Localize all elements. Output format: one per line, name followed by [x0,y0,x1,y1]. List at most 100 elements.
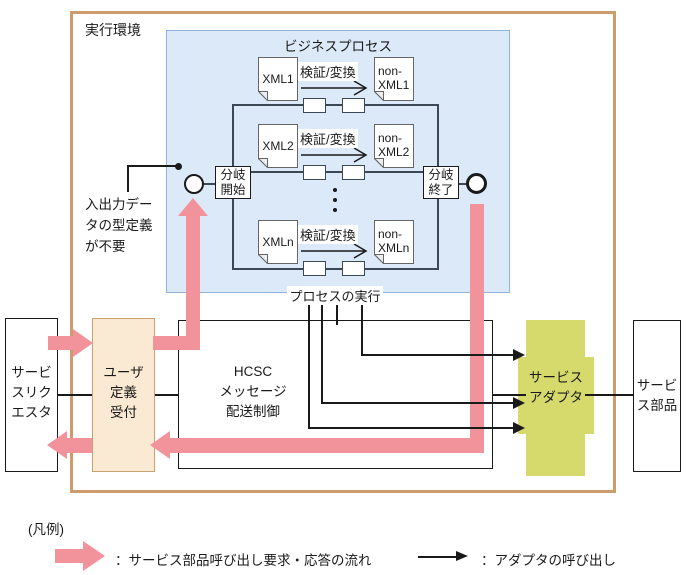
transform-arrow-n [301,243,368,259]
legend-black-arrowhead [456,551,468,561]
end-circle-connector [458,183,468,185]
adapter-arrowhead-3 [513,422,525,434]
hcsc-line1: HCSC [233,364,273,379]
flow-response-shaft-2 [66,438,92,453]
exec-line-b-horizontal [321,402,513,404]
row2-line [234,171,438,173]
connector-requester-reception [58,394,92,396]
non-xml1-label: non- XML1 [378,64,409,92]
xml1-label: XML1 [262,72,294,86]
non-xml2-document-icon: non- XML2 [374,124,414,168]
callout-dot-icon [175,163,182,170]
start-event-icon [184,174,204,194]
branch-end-box: 分岐 終了 [423,166,459,199]
xml2-label: XML2 [262,139,294,153]
non-xmln-document-icon: non- XMLn [374,220,414,264]
non-xml2-label: non- XML2 [378,131,409,159]
transform-label-n: 検証/変換 [298,225,358,244]
callout-label: 入出力デー タの型定義 が不要 [85,194,153,257]
end-event-icon [466,173,487,194]
flow-request-up-arrowhead [178,198,208,216]
hcsc-line2: メッセージ [219,384,287,399]
xml2-document-icon: XML2 [258,124,298,168]
ellipsis-dot-2 [333,198,337,202]
process-exec-label: プロセスの実行 [287,286,383,305]
exec-line-c-horizontal [308,427,513,429]
transform-label-2: 検証/変換 [298,129,358,148]
xmln-label: XMLn [262,235,294,249]
callout-horizontal-line [127,165,177,167]
user-reception-label: ユーザ 定義 受付 [92,363,155,423]
branch-end-line1: 分岐 [428,168,454,182]
exec-line-a-horizontal [361,354,513,356]
non-xmln-label-line2: XMLn [378,241,410,255]
branch-start-line2: 開始 [220,183,246,197]
rown-line [232,268,439,270]
xmln-document-icon: XMLn [258,220,298,264]
transform-label-1: 検証/変換 [298,62,358,81]
callout-label-line2: タの型定義 [85,218,153,233]
legend-pink-label: ：サービス部品呼び出し要求・応答の流れ [115,553,372,568]
adapter-arrowhead-1 [513,349,525,361]
ellipsis-dot-3 [333,208,337,212]
service-adapter-label: サービス アダプタ [518,368,594,408]
non-xmln-label-line1: non- [378,227,403,241]
flow-response-vertical [470,204,484,453]
hcsc-message-control-label: HCSC メッセージ 配送制御 [178,362,328,422]
legend-title: (凡例) [28,522,64,537]
service-requester-label: サービ スリク エスタ [5,363,58,423]
non-xml1-label-line2: XML1 [378,78,410,92]
ellipsis-dot-1 [333,188,337,192]
execution-environment-box [70,11,616,493]
service-adapter-line1: サービス [529,370,583,385]
service-adapter-line2: アダプタ [529,390,583,405]
hcsc-line3: 配送制御 [226,404,280,419]
legend-pink-arrow-shaft [55,549,83,563]
callout-label-line3: が不要 [85,239,126,254]
exec-line-c-vertical [308,305,310,428]
flow-response-horizontal [168,438,484,453]
start-circle-connector [203,183,216,185]
user-reception-line1: ユーザ [103,365,144,380]
callout-vertical-line [127,165,129,192]
legend-black-label: ：アダプタの呼び出し [481,553,616,568]
business-process-title: ビジネスプロセス [284,39,392,54]
user-reception-line3: 受付 [110,405,137,420]
connector-adapter-parts [585,394,633,396]
flow-response-arrowhead-2 [47,431,67,459]
non-xml2-label-line1: non- [378,131,403,145]
service-adapter-shape [518,320,594,476]
callout-label-line1: 入出力デー [85,197,153,212]
transform-arrow-1 [301,80,368,96]
transform-arrow-2 [301,147,368,163]
service-parts-box [633,320,681,472]
branch-start-box: 分岐 開始 [215,166,251,199]
exec-line-d-vertical [336,305,338,325]
non-xml2-label-line2: XML2 [378,145,410,159]
activity-box-1b [342,98,365,113]
execution-environment-label: 実行環境 [85,22,141,38]
non-xmln-label: non- XMLn [378,227,409,255]
service-parts-line2: ス部品 [636,398,678,413]
flow-request-shaft-1 [48,336,73,350]
activity-box-1a [303,98,326,113]
legend-pink-arrowhead [83,541,105,571]
service-parts-line1: サービ [636,378,678,393]
service-requester-line3: エスタ [11,405,52,420]
exec-line-b-vertical [321,305,323,403]
connector-hcsc-adapter [493,394,526,396]
activity-box-nb [342,261,365,276]
activity-box-na [303,261,326,276]
non-xml1-document-icon: non- XML1 [374,57,414,101]
adapter-arrowhead-2 [513,397,525,409]
flow-request-vertical [186,216,200,350]
service-parts-label: サービ ス部品 [633,376,681,416]
user-reception-line2: 定義 [110,385,137,400]
branch-start-line1: 分岐 [220,168,246,182]
service-requester-line2: スリク [11,385,52,400]
connector-reception-hcsc [155,394,178,396]
service-requester-line1: サービ [11,365,52,380]
user-reception-box [92,318,155,472]
flow-request-arrowhead-1 [73,329,93,357]
